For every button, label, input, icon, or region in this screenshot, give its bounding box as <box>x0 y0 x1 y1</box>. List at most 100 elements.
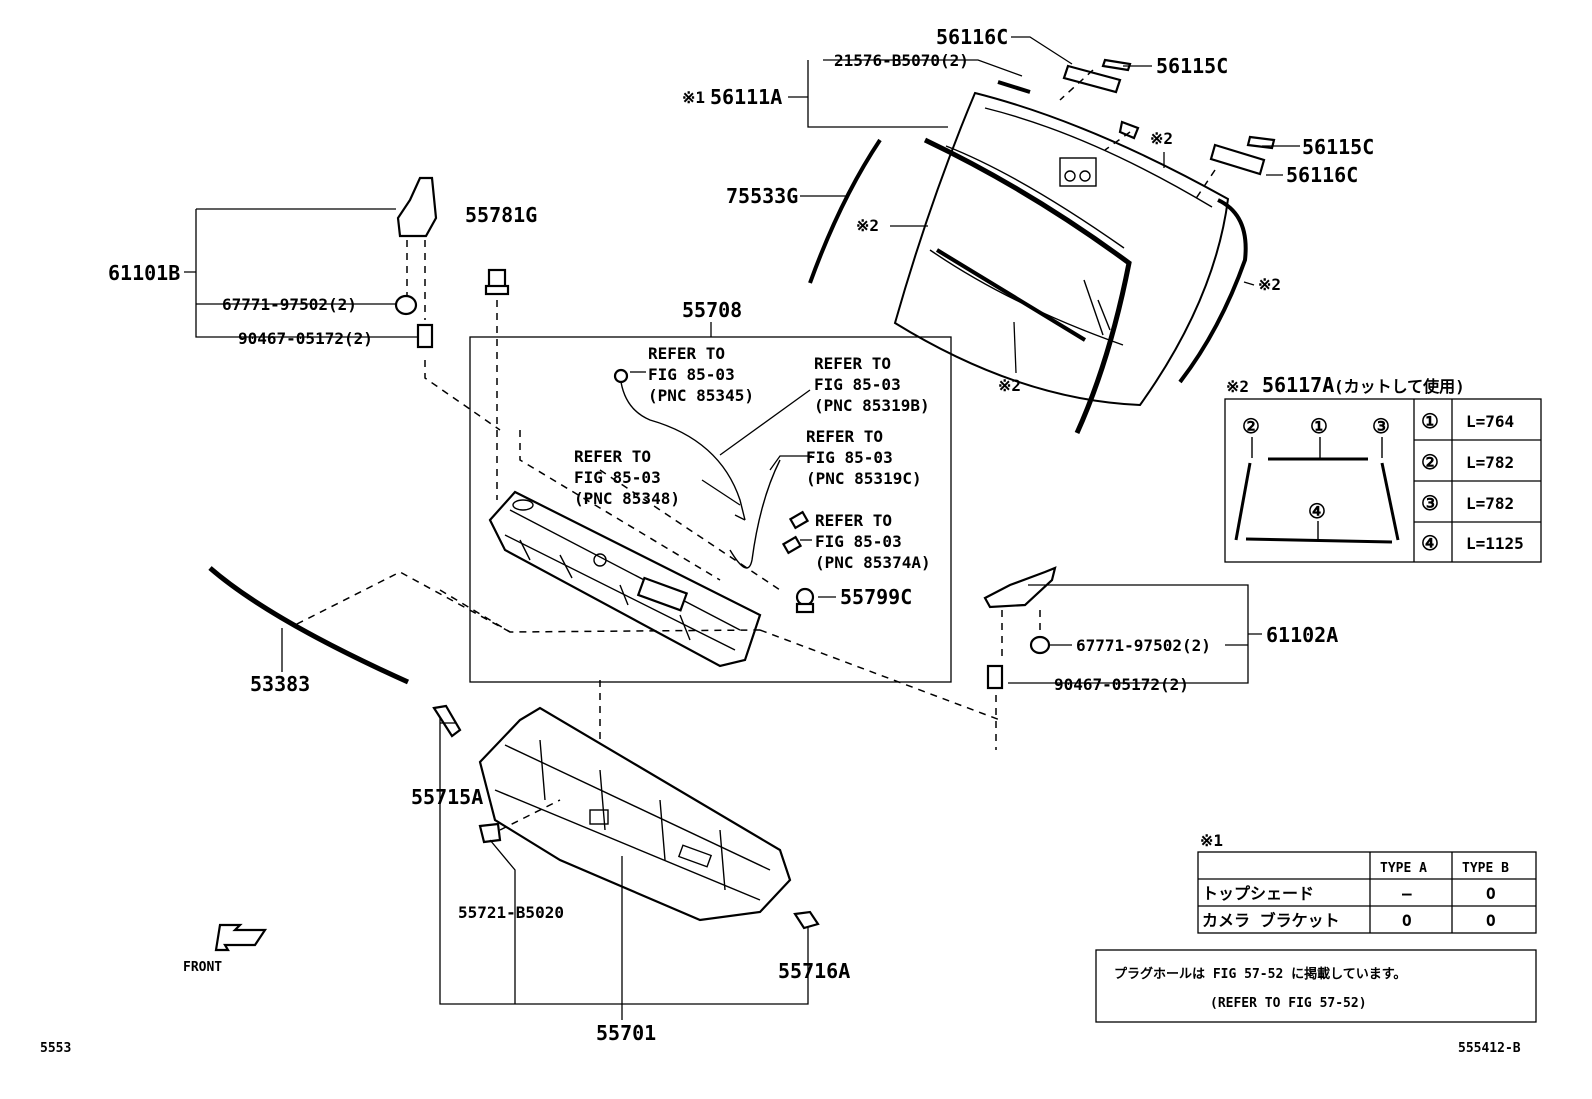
type-table-row1-label: トップシェード <box>1202 884 1314 903</box>
mark-1: ※1 <box>682 88 705 107</box>
refer-85374A: REFER TO FIG 85-03 (PNC 85374A) <box>815 511 931 572</box>
type-table-row2-label: カメラ ブラケット <box>1202 911 1340 930</box>
type-table-row2-b: O <box>1486 911 1496 930</box>
moulding-row-3-length: L=782 <box>1466 494 1514 513</box>
label-56115C-top: 56115C <box>1156 54 1228 78</box>
cowl-side-bracket-right <box>983 566 1262 750</box>
label-56115C-right: 56115C <box>1302 135 1374 159</box>
dam-rubber <box>923 137 1132 435</box>
refer-85345-line2: FIG 85-03 <box>648 365 735 384</box>
label-90467-right: 90467-05172(2) <box>1054 675 1189 694</box>
bracket-55715A <box>432 704 462 738</box>
label-56116C-right: 56116C <box>1286 163 1358 187</box>
cowl-panel <box>478 706 792 922</box>
refer-85319B-line1: REFER TO <box>814 354 891 373</box>
moulding-diagram-num-1: ① <box>1310 414 1328 438</box>
front-arrow-icon <box>214 923 268 952</box>
upper-moulding-left <box>997 80 1031 94</box>
moulding-table-part: 56117A <box>1262 373 1334 397</box>
refer-85348-line2: FIG 85-03 <box>574 468 661 487</box>
refer-85319C-line3: (PNC 85319C) <box>806 469 922 488</box>
label-56111A: 56111A <box>710 85 782 109</box>
moulding-row-4-length: L=1125 <box>1466 534 1524 553</box>
bracket-55716A <box>793 910 820 930</box>
label-75533G: 75533G <box>726 184 798 208</box>
footer-right: 555412-B <box>1458 1041 1521 1056</box>
label-61102A: 61102A <box>1266 623 1338 647</box>
bracket-55721 <box>478 822 502 844</box>
clip-55781G <box>484 268 510 500</box>
moulding-table-mark: ※2 <box>1226 377 1249 396</box>
refer-85319B-line2: FIG 85-03 <box>814 375 901 394</box>
hood-seal-53383 <box>208 566 410 685</box>
label-55708: 55708 <box>682 298 742 322</box>
mark-2-a: ※2 <box>1150 129 1173 148</box>
refer-85374A-line2: FIG 85-03 <box>815 532 902 551</box>
refer-85319C-line1: REFER TO <box>806 427 883 446</box>
leaders-top <box>788 36 1300 374</box>
moulding-diagram-num-3: ③ <box>1372 414 1390 438</box>
refer-85345-line1: REFER TO <box>648 344 725 363</box>
type-table-header-b: TYPE B <box>1462 861 1509 876</box>
type-table-header-a: TYPE A <box>1380 861 1427 876</box>
label-55701: 55701 <box>596 1021 656 1045</box>
note-line1: プラグホールは FIG 57-52 に掲載しています。 <box>1114 966 1406 982</box>
refer-85319B-line3: (PNC 85319B) <box>814 396 930 415</box>
cowl-side-bracket-left <box>184 176 501 431</box>
moulding-diagram-num-2: ② <box>1242 414 1260 438</box>
refer-85319B: REFER TO FIG 85-03 (PNC 85319B) <box>814 354 930 415</box>
label-53383: 53383 <box>250 672 310 696</box>
refer-85319C-line2: FIG 85-03 <box>806 448 893 467</box>
mark-2-c: ※2 <box>1258 275 1281 294</box>
type-table-row1-b: O <box>1486 884 1496 903</box>
note-box <box>1095 949 1537 1023</box>
refer-85348: REFER TO FIG 85-03 (PNC 85348) <box>574 447 680 508</box>
moulding-row-3-num: ③ <box>1421 491 1439 515</box>
label-55716A: 55716A <box>778 959 850 983</box>
label-55799C: 55799C <box>840 585 912 609</box>
clip-55799C <box>795 587 836 614</box>
moulding-row-4-num: ④ <box>1421 531 1439 555</box>
type-table <box>1197 851 1537 934</box>
label-56116C-top: 56116C <box>936 25 1008 49</box>
type-table-row1-a: — <box>1402 884 1412 903</box>
moulding-table-note: (カットして使用) <box>1334 377 1465 396</box>
label-55715A: 55715A <box>411 785 483 809</box>
refer-85319C: REFER TO FIG 85-03 (PNC 85319C) <box>806 427 922 488</box>
cowl-top-louver <box>488 490 762 668</box>
lower-inner-strip <box>935 248 1087 342</box>
top-shade-right <box>1209 135 1276 176</box>
mark-2-b: ※2 <box>856 216 879 235</box>
moulding-diagram-num-4: ④ <box>1308 499 1326 523</box>
refer-85348-line1: REFER TO <box>574 447 651 466</box>
note-line2: (REFER TO FIG 57-52) <box>1210 996 1367 1011</box>
type-table-row2-a: O <box>1402 911 1412 930</box>
side-moulding-right <box>1178 198 1248 384</box>
refer-85348-line3: (PNC 85348) <box>574 489 680 508</box>
label-67771-left: 67771-97502(2) <box>222 295 357 314</box>
label-90467-left: 90467-05172(2) <box>238 329 373 348</box>
label-front: FRONT <box>183 960 222 975</box>
mark-2-d: ※2 <box>998 376 1021 395</box>
moulding-row-1-length: L=764 <box>1466 412 1514 431</box>
top-shade-upper <box>1062 58 1140 140</box>
moulding-row-2-num: ② <box>1421 450 1439 474</box>
label-61101B: 61101B <box>108 261 180 285</box>
label-55721: 55721-B5020 <box>458 903 564 922</box>
type-table-mark: ※1 <box>1200 831 1223 850</box>
windshield-glass <box>893 91 1230 407</box>
refer-85374A-line3: (PNC 85374A) <box>815 553 931 572</box>
moulding-row-2-length: L=782 <box>1466 453 1514 472</box>
side-moulding-left <box>808 138 882 284</box>
refer-85345-line3: (PNC 85345) <box>648 386 754 405</box>
footer-left: 5553 <box>40 1041 71 1056</box>
moulding-length-table <box>1224 398 1542 563</box>
label-67771-right: 67771-97502(2) <box>1076 636 1211 655</box>
label-21576: 21576-B5070(2) <box>834 51 969 70</box>
refer-85345: REFER TO FIG 85-03 (PNC 85345) <box>648 344 754 405</box>
moulding-row-1-num: ① <box>1421 409 1439 433</box>
label-55781G: 55781G <box>465 203 537 227</box>
refer-85374A-line1: REFER TO <box>815 511 892 530</box>
